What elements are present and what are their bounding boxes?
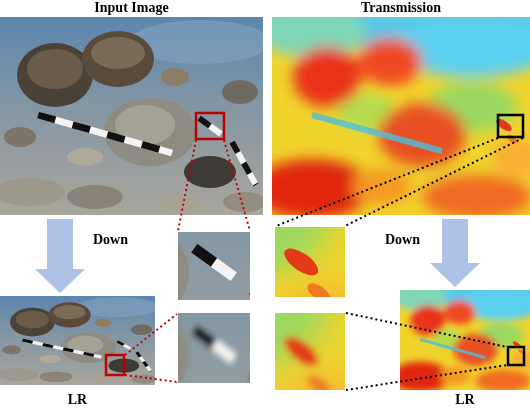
- image-panel: LR: [0, 296, 155, 408]
- image-panel: Input Image: [0, 0, 263, 215]
- lr-photo-crop: [0, 144, 322, 410]
- down-arrow: [35, 219, 85, 293]
- hr-transmission-crop: [0, 4, 406, 410]
- transmission-map: [252, 7, 530, 219]
- zoom-box: [508, 347, 524, 365]
- lr-photo: [0, 296, 159, 385]
- leader-line: [178, 140, 196, 231]
- zoom-box: [106, 355, 124, 375]
- input-photo: [0, 17, 270, 215]
- hr-photo-crop: [0, 67, 322, 410]
- leader-line: [276, 138, 498, 226]
- leader-line: [125, 375, 177, 382]
- leader-line: [224, 140, 250, 231]
- leader-line: [346, 365, 507, 390]
- down-arrow: [430, 219, 480, 287]
- panel-title: LR: [0, 391, 155, 408]
- zoom-box: [196, 113, 224, 139]
- lr-transmission-crop: [0, 68, 406, 410]
- leader-line: [345, 138, 523, 226]
- zoom-box: [498, 115, 523, 137]
- leader-line: [346, 313, 507, 347]
- image-panel: LR: [400, 290, 530, 408]
- leader-line: [125, 314, 177, 355]
- lr-transmission: [390, 285, 530, 392]
- arrow-label: Down: [93, 231, 128, 248]
- panel-title: LR: [400, 391, 530, 408]
- panel-title: Input Image: [0, 0, 263, 16]
- arrow-label: Down: [385, 231, 420, 248]
- panel-title: Transmission: [272, 0, 530, 16]
- image-panel: Transmission: [272, 0, 530, 215]
